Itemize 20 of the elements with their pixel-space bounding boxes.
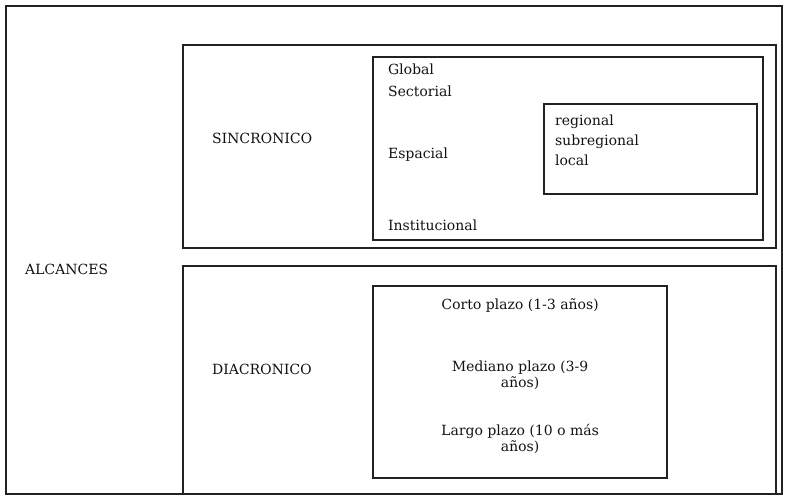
category-box	[182, 265, 777, 495]
group-heading: ALCANCES	[25, 262, 108, 278]
period-box	[372, 413, 668, 479]
item-label: subregional	[555, 133, 639, 149]
category-label: DIACRONICO	[212, 362, 312, 378]
period-label: Mediano plazo (3-9 años)	[450, 359, 590, 391]
item-label: regional	[555, 113, 614, 129]
item-label: Institucional	[388, 218, 478, 234]
period-label: Corto plazo (1-3 años)	[440, 297, 600, 313]
subcategory-box	[543, 103, 758, 195]
item-label: Espacial	[388, 146, 448, 162]
subcategory-box	[372, 56, 764, 241]
item-label: Global	[388, 62, 434, 78]
item-label: local	[555, 153, 589, 169]
period-box	[372, 285, 668, 351]
period-label: Largo plazo (10 o más años)	[440, 423, 600, 455]
category-label: SINCRONICO	[212, 131, 312, 147]
item-label: Sectorial	[388, 84, 452, 100]
frame-box	[5, 5, 783, 495]
category-box	[182, 44, 777, 249]
